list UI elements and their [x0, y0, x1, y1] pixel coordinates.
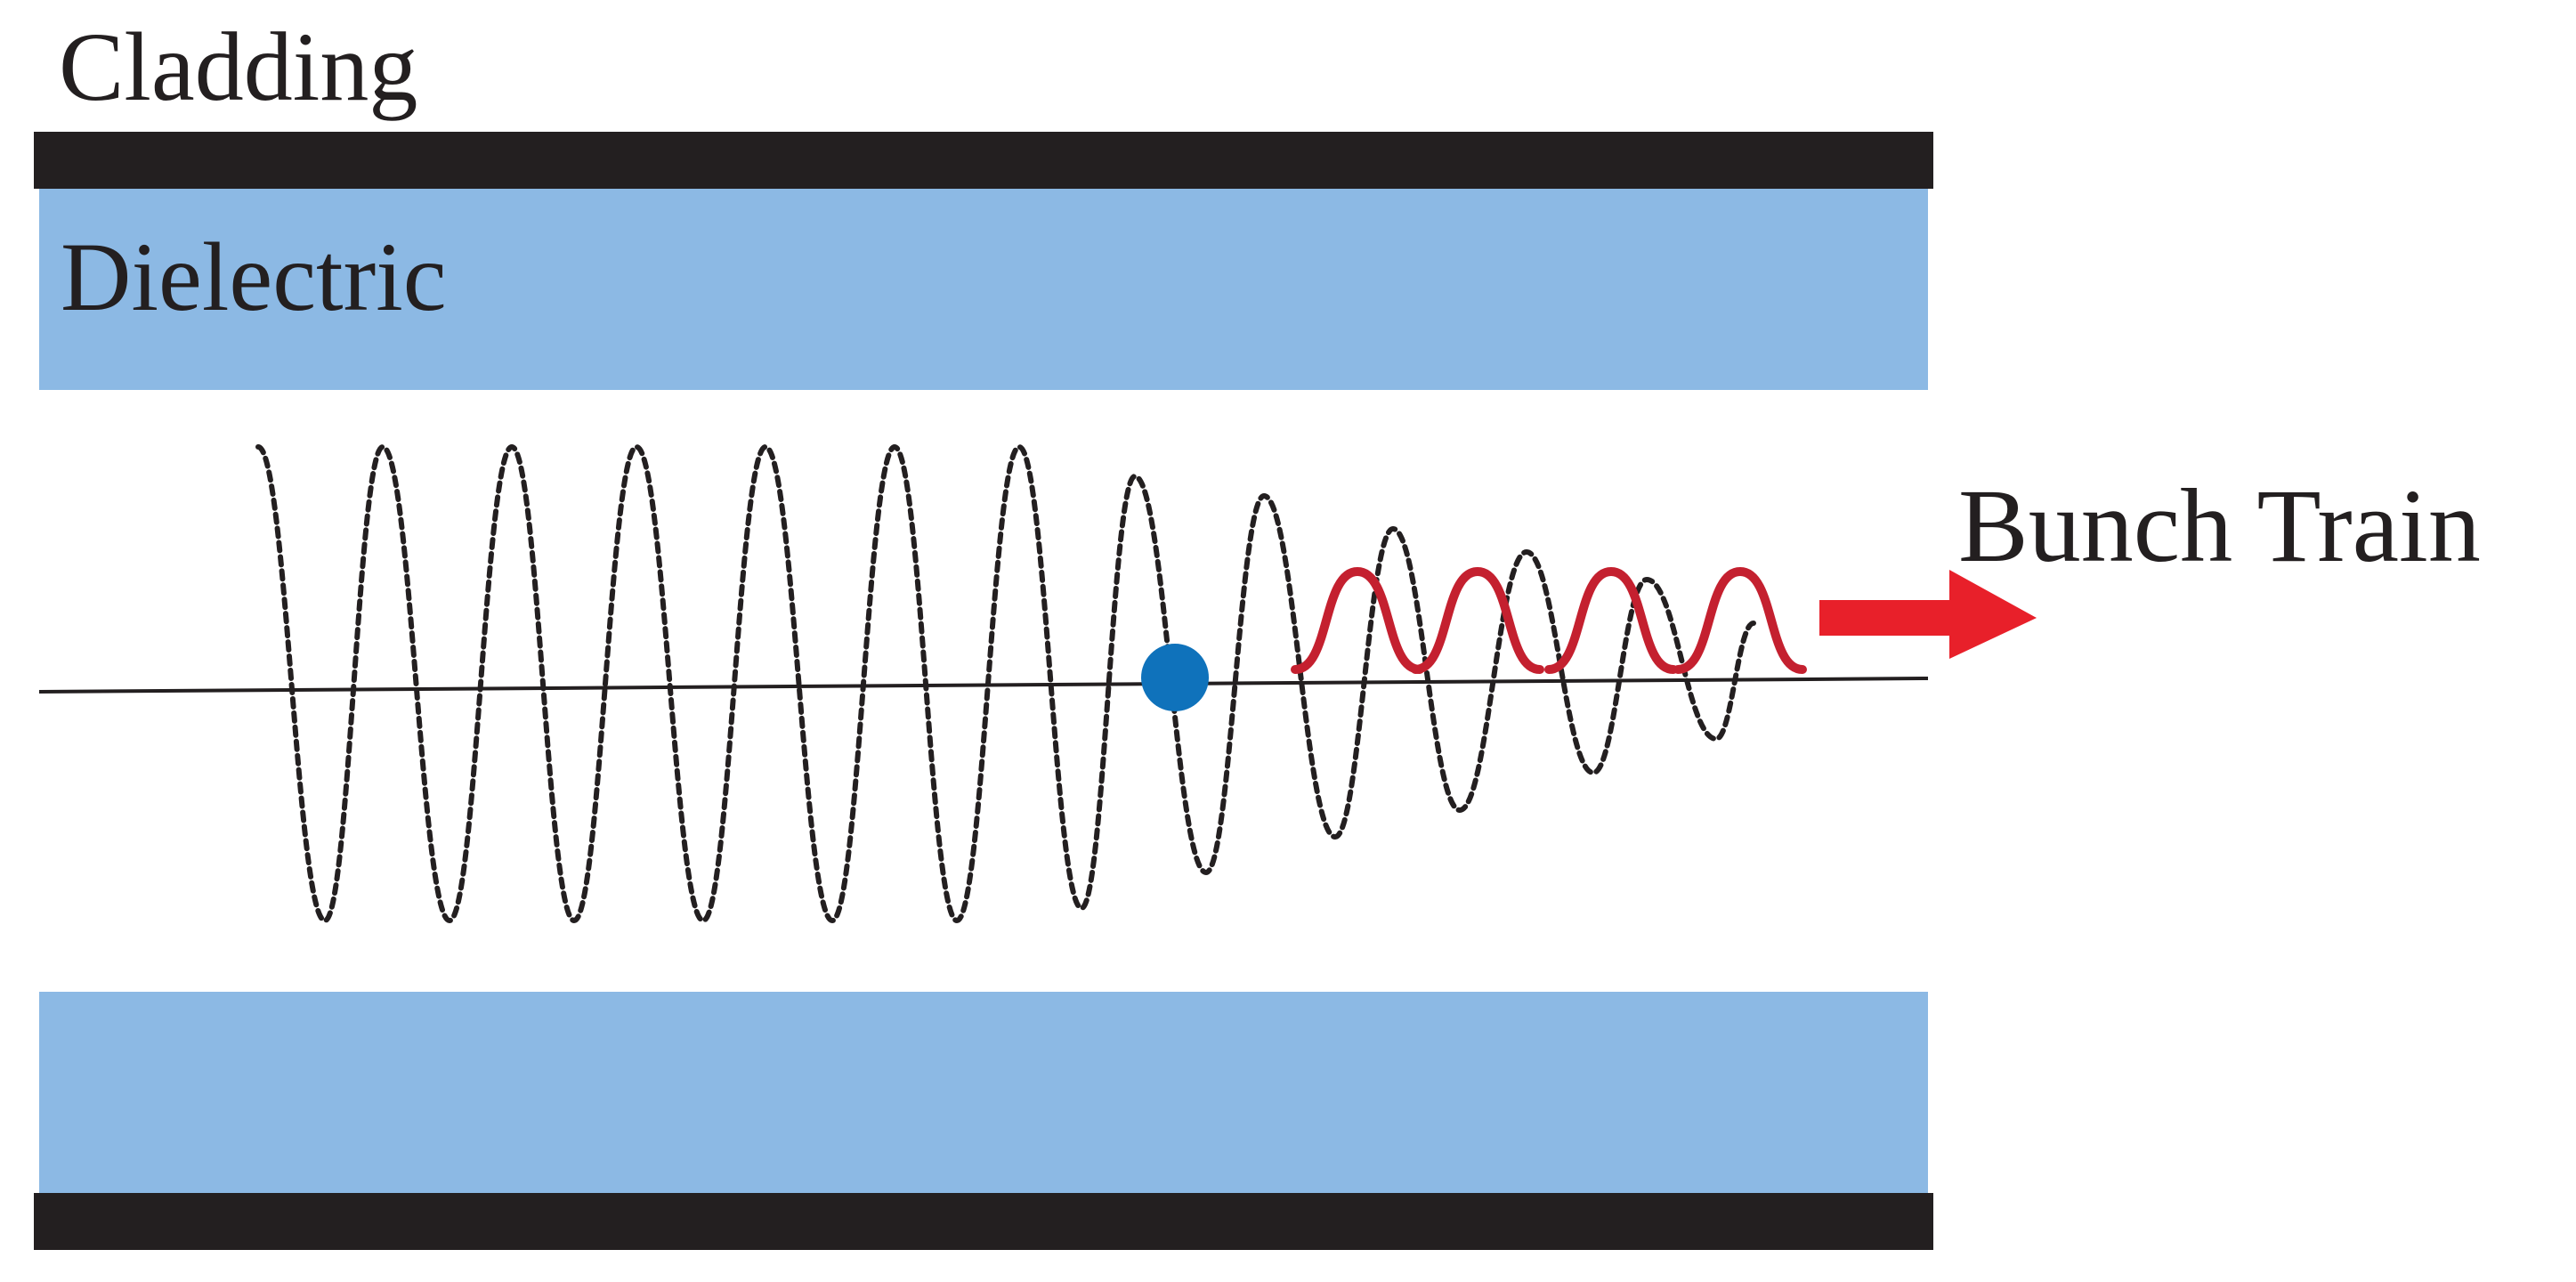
- direction-arrow: [1819, 570, 2037, 659]
- drive-bunch: [1141, 644, 1209, 711]
- bunch-pulse: [1411, 566, 1544, 674]
- bunch-pulse: [1291, 566, 1424, 674]
- cladding-label: Cladding: [59, 12, 418, 121]
- bunch-pulse: [1544, 566, 1678, 674]
- bunch-train: [1291, 566, 1807, 674]
- bunch-pulse: [1673, 566, 1807, 674]
- bottom-dielectric: [39, 992, 1928, 1193]
- bunch-train-label: Bunch Train: [1958, 467, 2481, 584]
- dielectric-label: Dielectric: [61, 223, 447, 331]
- bottom-cladding: [34, 1193, 1933, 1250]
- top-cladding: [34, 132, 1933, 189]
- beam-axis: [38, 677, 1929, 694]
- wakefield-curve: [255, 443, 1756, 924]
- top-dielectric: [39, 189, 1928, 390]
